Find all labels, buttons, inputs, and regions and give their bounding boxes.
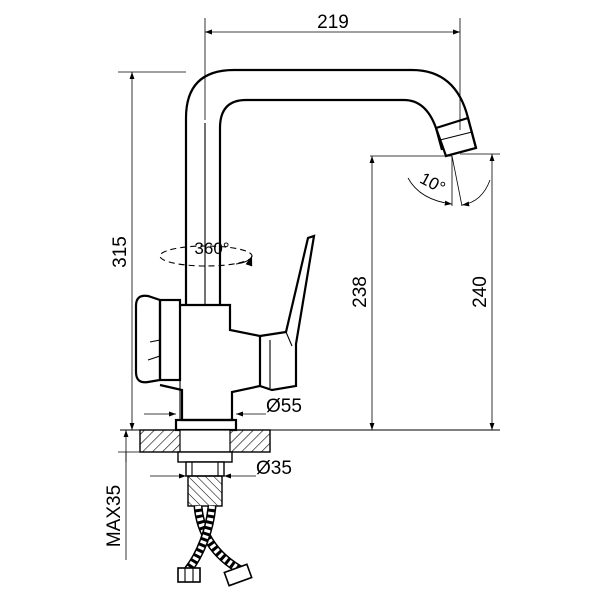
dim-total-height-label: 315 xyxy=(110,236,131,268)
spout-inner xyxy=(218,98,444,305)
dim-max-deck: MAX35 xyxy=(104,430,140,560)
dim-shank-diameter-label: Ø35 xyxy=(256,458,292,479)
dim-outlet-height-full: 240 xyxy=(460,153,500,430)
dim-base-diameter: Ø55 xyxy=(144,396,302,417)
mounting-shank xyxy=(177,451,233,507)
deck-section xyxy=(120,429,500,453)
dim-outlet-height-label: 238 xyxy=(350,276,371,308)
spout-tip xyxy=(434,116,478,158)
dim-shank-diameter: Ø35 xyxy=(150,458,292,479)
dim-rotation-label: 360° xyxy=(194,239,229,258)
dim-base-diameter-label: Ø55 xyxy=(266,396,302,417)
faucet-body xyxy=(134,68,478,432)
dim-outlet-height: 238 xyxy=(350,155,452,430)
base-ring xyxy=(174,418,238,432)
valve-body xyxy=(159,303,262,422)
dim-spout-reach: 219 xyxy=(204,12,461,130)
right-lever xyxy=(259,234,316,392)
dim-max-deck-label: MAX35 xyxy=(104,485,125,547)
dim-total-height: 315 xyxy=(110,71,186,430)
dim-spout-angle: 10° xyxy=(407,155,491,207)
dim-spout-reach-label: 219 xyxy=(317,12,349,33)
dim-outlet-height-full-label: 240 xyxy=(470,276,491,308)
left-handle xyxy=(134,294,162,384)
braided-hoses xyxy=(177,505,253,587)
